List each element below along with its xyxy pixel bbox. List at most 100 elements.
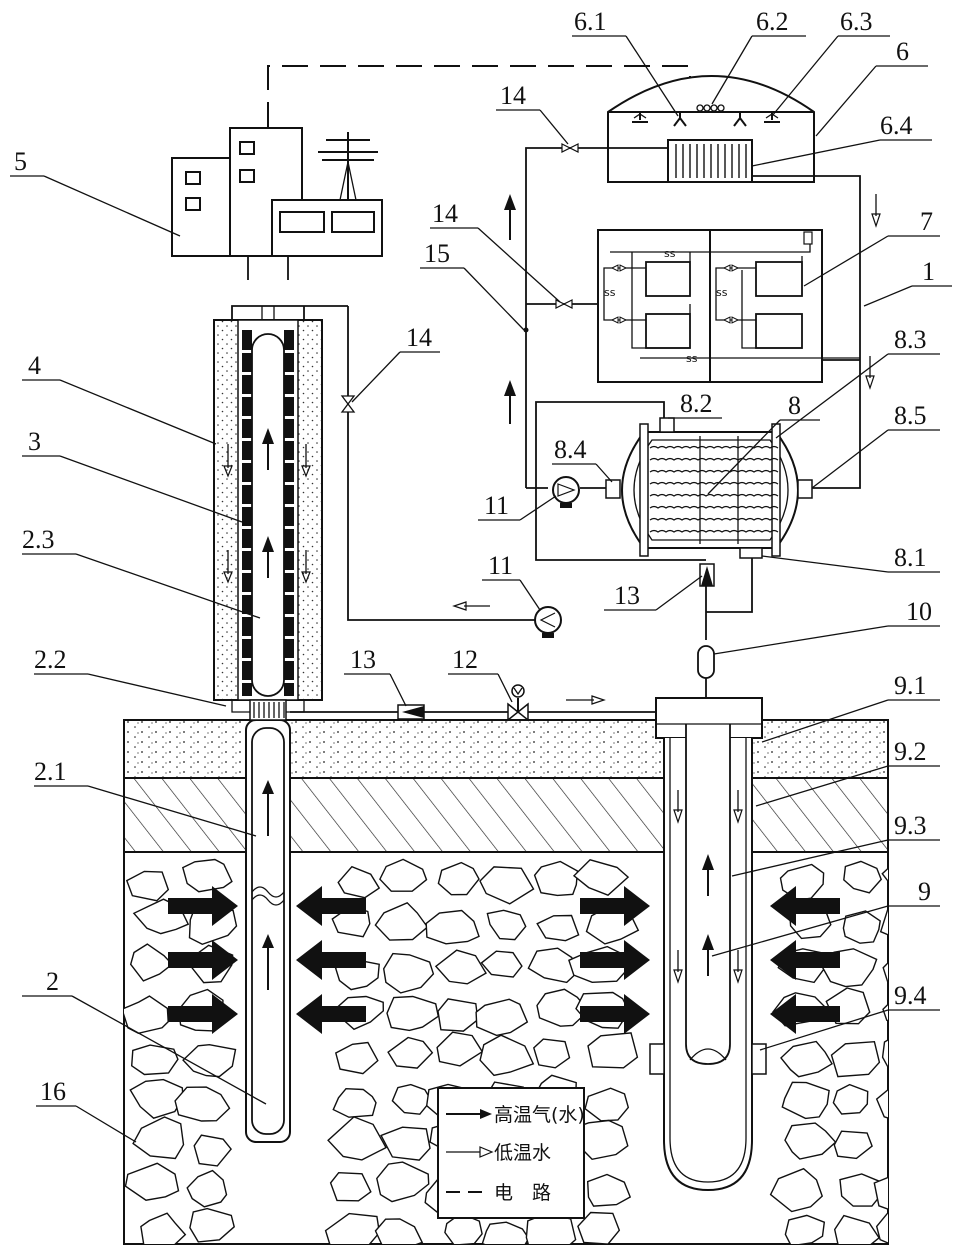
legend-low-temp-label: 低温水 <box>494 1142 551 1164</box>
label-11-lower: 11 <box>488 551 513 580</box>
exchanger-port-8-5 <box>798 480 812 498</box>
control-cabinet: ss ss ss ss <box>598 230 860 382</box>
svg-text:ss: ss <box>686 352 698 365</box>
label-2-1: 2.1 <box>34 757 67 786</box>
label-8: 8 <box>788 391 801 420</box>
label-15: 15 <box>424 239 450 268</box>
label-8-5: 8.5 <box>894 401 927 430</box>
label-4: 4 <box>28 351 41 380</box>
legend-circuit-label: 电 路 <box>494 1182 551 1204</box>
exchanger-port-8-4 <box>606 480 620 498</box>
greenhouse-radiator <box>668 140 752 182</box>
heat-tower <box>214 306 348 720</box>
core-break <box>242 394 252 397</box>
exchanger-inlet-8-2 <box>660 418 674 432</box>
rock-fragment <box>877 1209 936 1248</box>
rock-fragment <box>881 903 939 942</box>
core-break <box>242 350 252 353</box>
exchanger-outlet-8-1 <box>740 548 762 558</box>
legend-high-temp-label: 高温气(水) <box>494 1104 585 1126</box>
core-break <box>284 372 294 375</box>
clay-layer <box>124 778 888 852</box>
core-break <box>284 570 294 573</box>
label-11-upper: 11 <box>484 491 509 520</box>
label-12: 12 <box>452 645 478 674</box>
greenhouse <box>608 76 814 182</box>
svg-text:ss: ss <box>716 286 728 299</box>
control-valve-12 <box>508 685 528 720</box>
label-2-2: 2.2 <box>34 645 67 674</box>
label-3: 3 <box>28 427 41 456</box>
label-10: 10 <box>906 597 932 626</box>
svg-text:ss: ss <box>664 247 676 260</box>
label-1: 1 <box>922 257 935 286</box>
core-break <box>242 372 252 375</box>
core-break <box>284 614 294 617</box>
label-14-top: 14 <box>500 81 526 110</box>
label-13-upper: 13 <box>614 581 640 610</box>
core-break <box>284 460 294 463</box>
core-break <box>242 460 252 463</box>
label-13-lower: 13 <box>350 645 376 674</box>
core-break <box>284 438 294 441</box>
label-6-1: 6.1 <box>574 7 607 36</box>
rock-fragment <box>526 1213 575 1253</box>
building <box>172 128 382 280</box>
core-break <box>284 636 294 639</box>
label-7: 7 <box>920 207 933 236</box>
label-9: 9 <box>918 877 931 906</box>
core-break <box>284 416 294 419</box>
label-16: 16 <box>40 1077 66 1106</box>
core-break <box>284 482 294 485</box>
label-8-3: 8.3 <box>894 325 927 354</box>
pipe-junction-15 <box>524 328 529 333</box>
core-break <box>284 504 294 507</box>
thermal-core-right <box>284 330 294 696</box>
check-valve-13-lower <box>398 705 424 719</box>
label-6-3: 6.3 <box>840 7 873 36</box>
rock-fragment <box>888 1131 927 1163</box>
core-break <box>242 416 252 419</box>
label-2: 2 <box>46 967 59 996</box>
flow-meter-10 <box>698 646 714 678</box>
circulation-pump-upper <box>553 477 579 508</box>
core-break <box>284 680 294 683</box>
valve-14-top <box>562 144 578 152</box>
label-6: 6 <box>896 37 909 66</box>
circulation-pump-lower <box>535 607 561 638</box>
heat-exchanger <box>606 418 812 558</box>
label-9-3: 9.3 <box>894 811 927 840</box>
core-break <box>242 526 252 529</box>
label-9-1: 9.1 <box>894 671 927 700</box>
core-break <box>242 438 252 441</box>
core-break <box>242 548 252 551</box>
core-break <box>284 548 294 551</box>
label-9-2: 9.2 <box>894 737 927 766</box>
core-break <box>284 592 294 595</box>
label-8-4: 8.4 <box>554 435 587 464</box>
core-break <box>284 394 294 397</box>
check-valve-13-upper <box>700 564 714 586</box>
core-break <box>284 526 294 529</box>
well-tower-joint <box>250 700 286 720</box>
core-break <box>242 592 252 595</box>
label-14-mid: 14 <box>432 199 458 228</box>
rock-fragment <box>132 1045 178 1074</box>
topsoil-layer <box>124 720 888 778</box>
label-9-4: 9.4 <box>894 981 927 1010</box>
core-break <box>284 658 294 661</box>
label-8-2: 8.2 <box>680 389 713 418</box>
core-break <box>242 658 252 661</box>
svg-text:ss: ss <box>604 286 616 299</box>
power-pylon <box>318 132 378 200</box>
rock-fragment <box>883 1035 918 1071</box>
label-14-riser: 14 <box>406 323 432 352</box>
label-8-1: 8.1 <box>894 543 927 572</box>
core-break <box>284 350 294 353</box>
label-5: 5 <box>14 147 27 176</box>
well-tower-joint-hatch <box>254 702 284 718</box>
core-break <box>242 570 252 573</box>
label-6-4: 6.4 <box>880 111 913 140</box>
valve-14-riser <box>342 396 354 412</box>
